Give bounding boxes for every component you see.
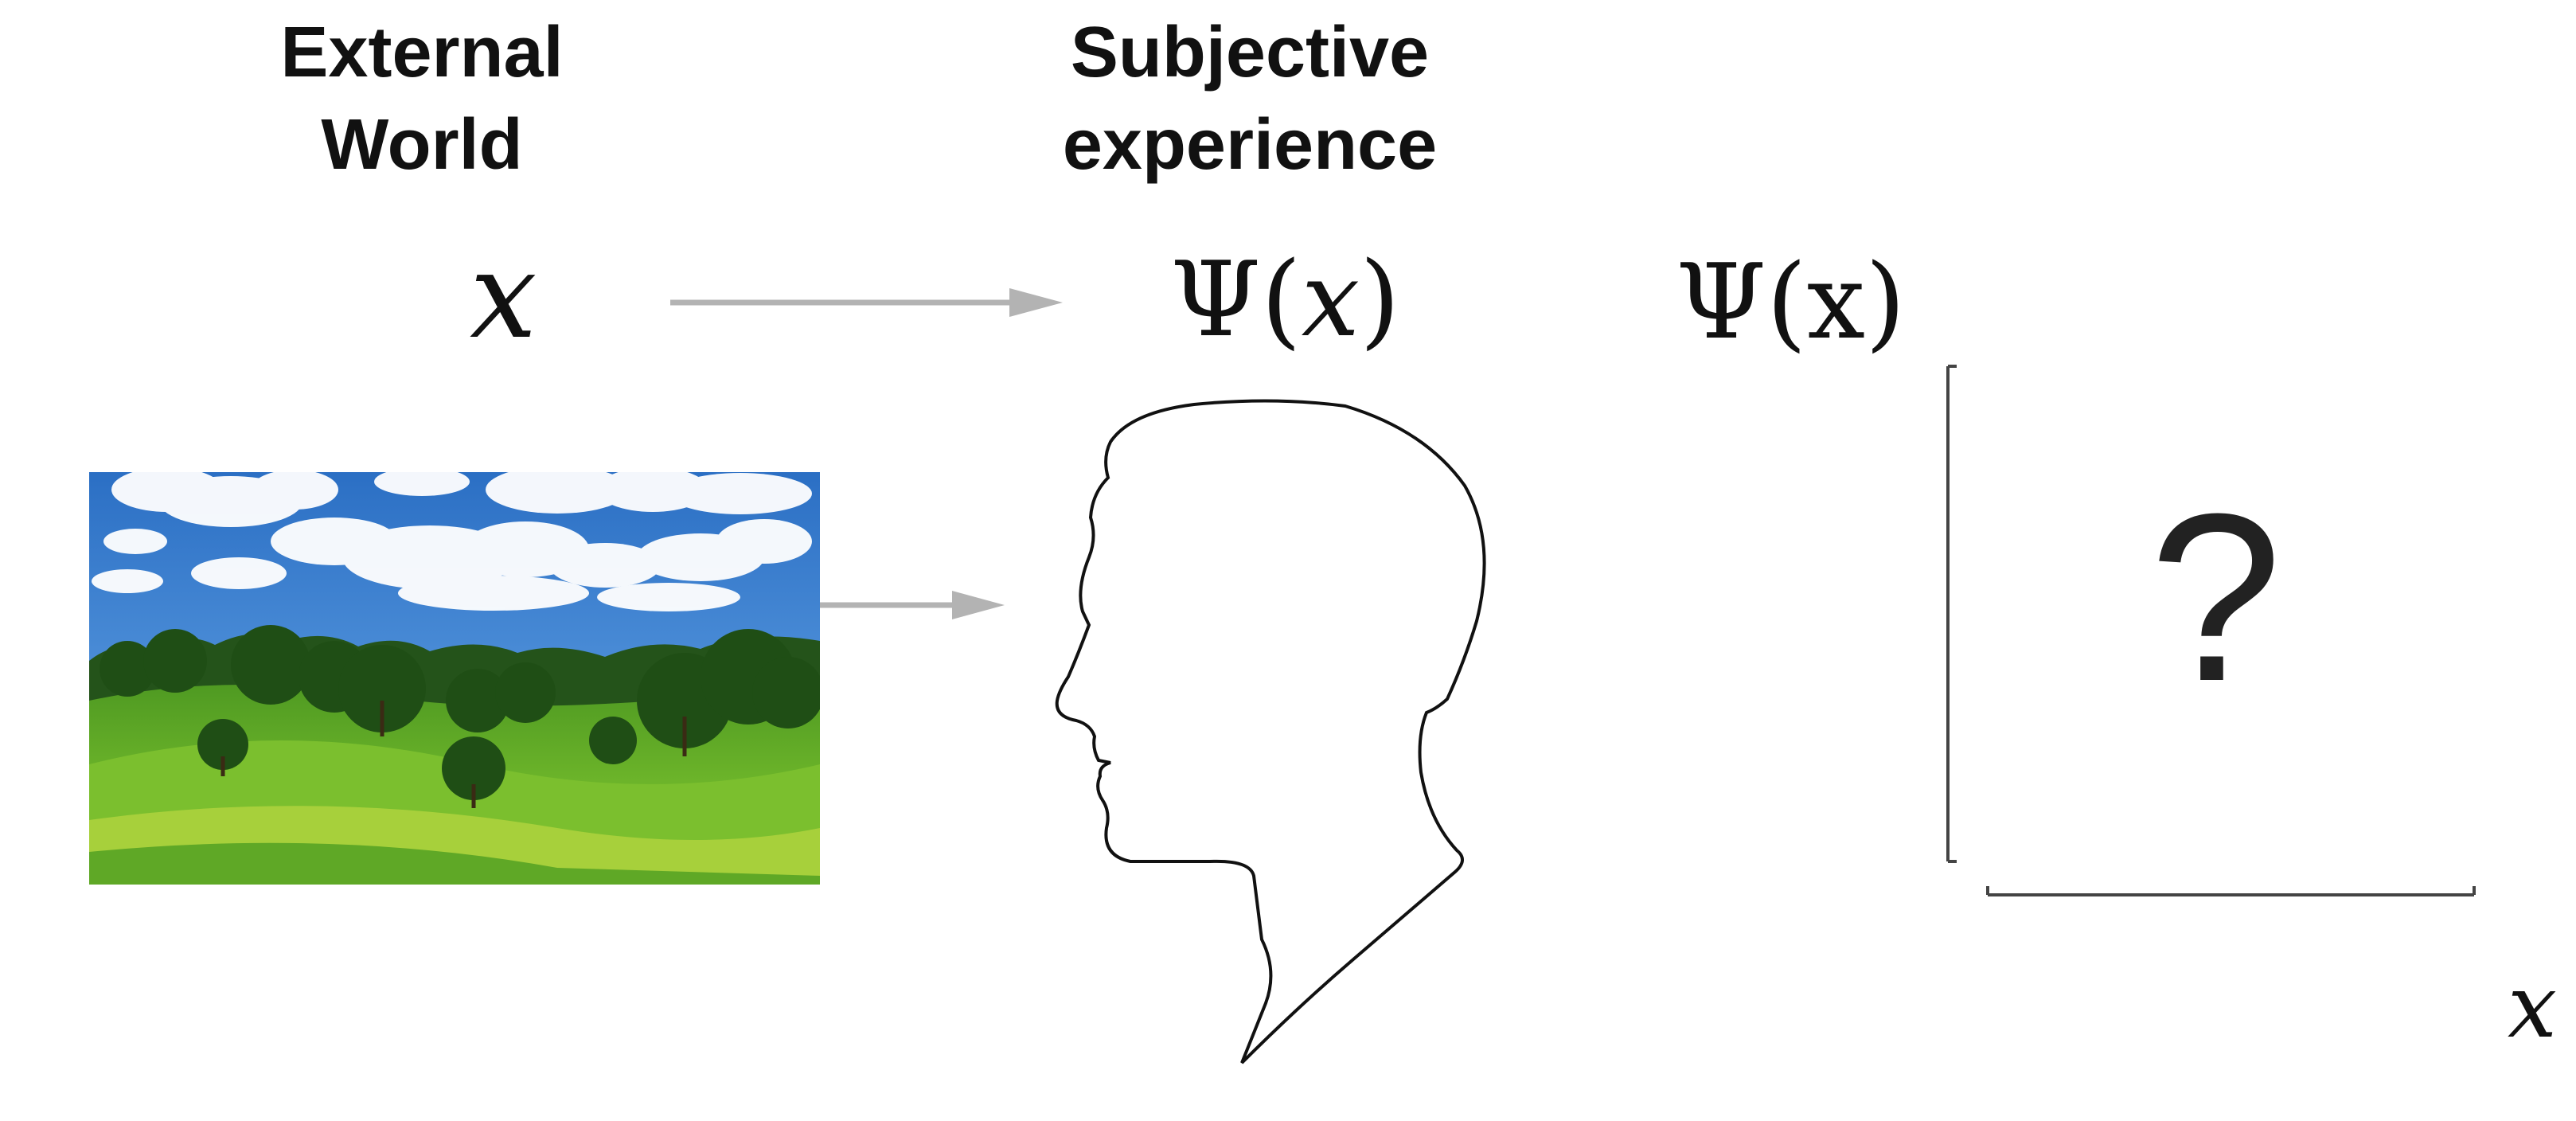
x-variable-label: x [470, 227, 537, 365]
heading-subjective-line1: Subjective [1070, 13, 1430, 92]
top-arrow [670, 288, 1063, 317]
heading-external-line2: World [321, 105, 523, 185]
head-silhouette-icon [1055, 399, 1486, 1064]
heading-external-world: External World [239, 6, 605, 191]
plot-y-axis-label: Ψ(x) [1676, 241, 1906, 362]
photo-to-head-arrow [820, 591, 1005, 619]
heading-external-line1: External [280, 13, 564, 92]
heading-subjective-experience: Subjective experience [1011, 6, 1489, 191]
heading-subjective-line2: experience [1062, 105, 1438, 185]
plot-x-axis [1986, 886, 2476, 896]
question-mark: ? [2149, 463, 2282, 731]
plot-y-axis [1946, 365, 1957, 863]
landscape-photo [89, 472, 820, 885]
plot-x-axis-label: x [2508, 955, 2558, 1057]
psi-of-x-label: Ψ(x) [1170, 239, 1400, 360]
